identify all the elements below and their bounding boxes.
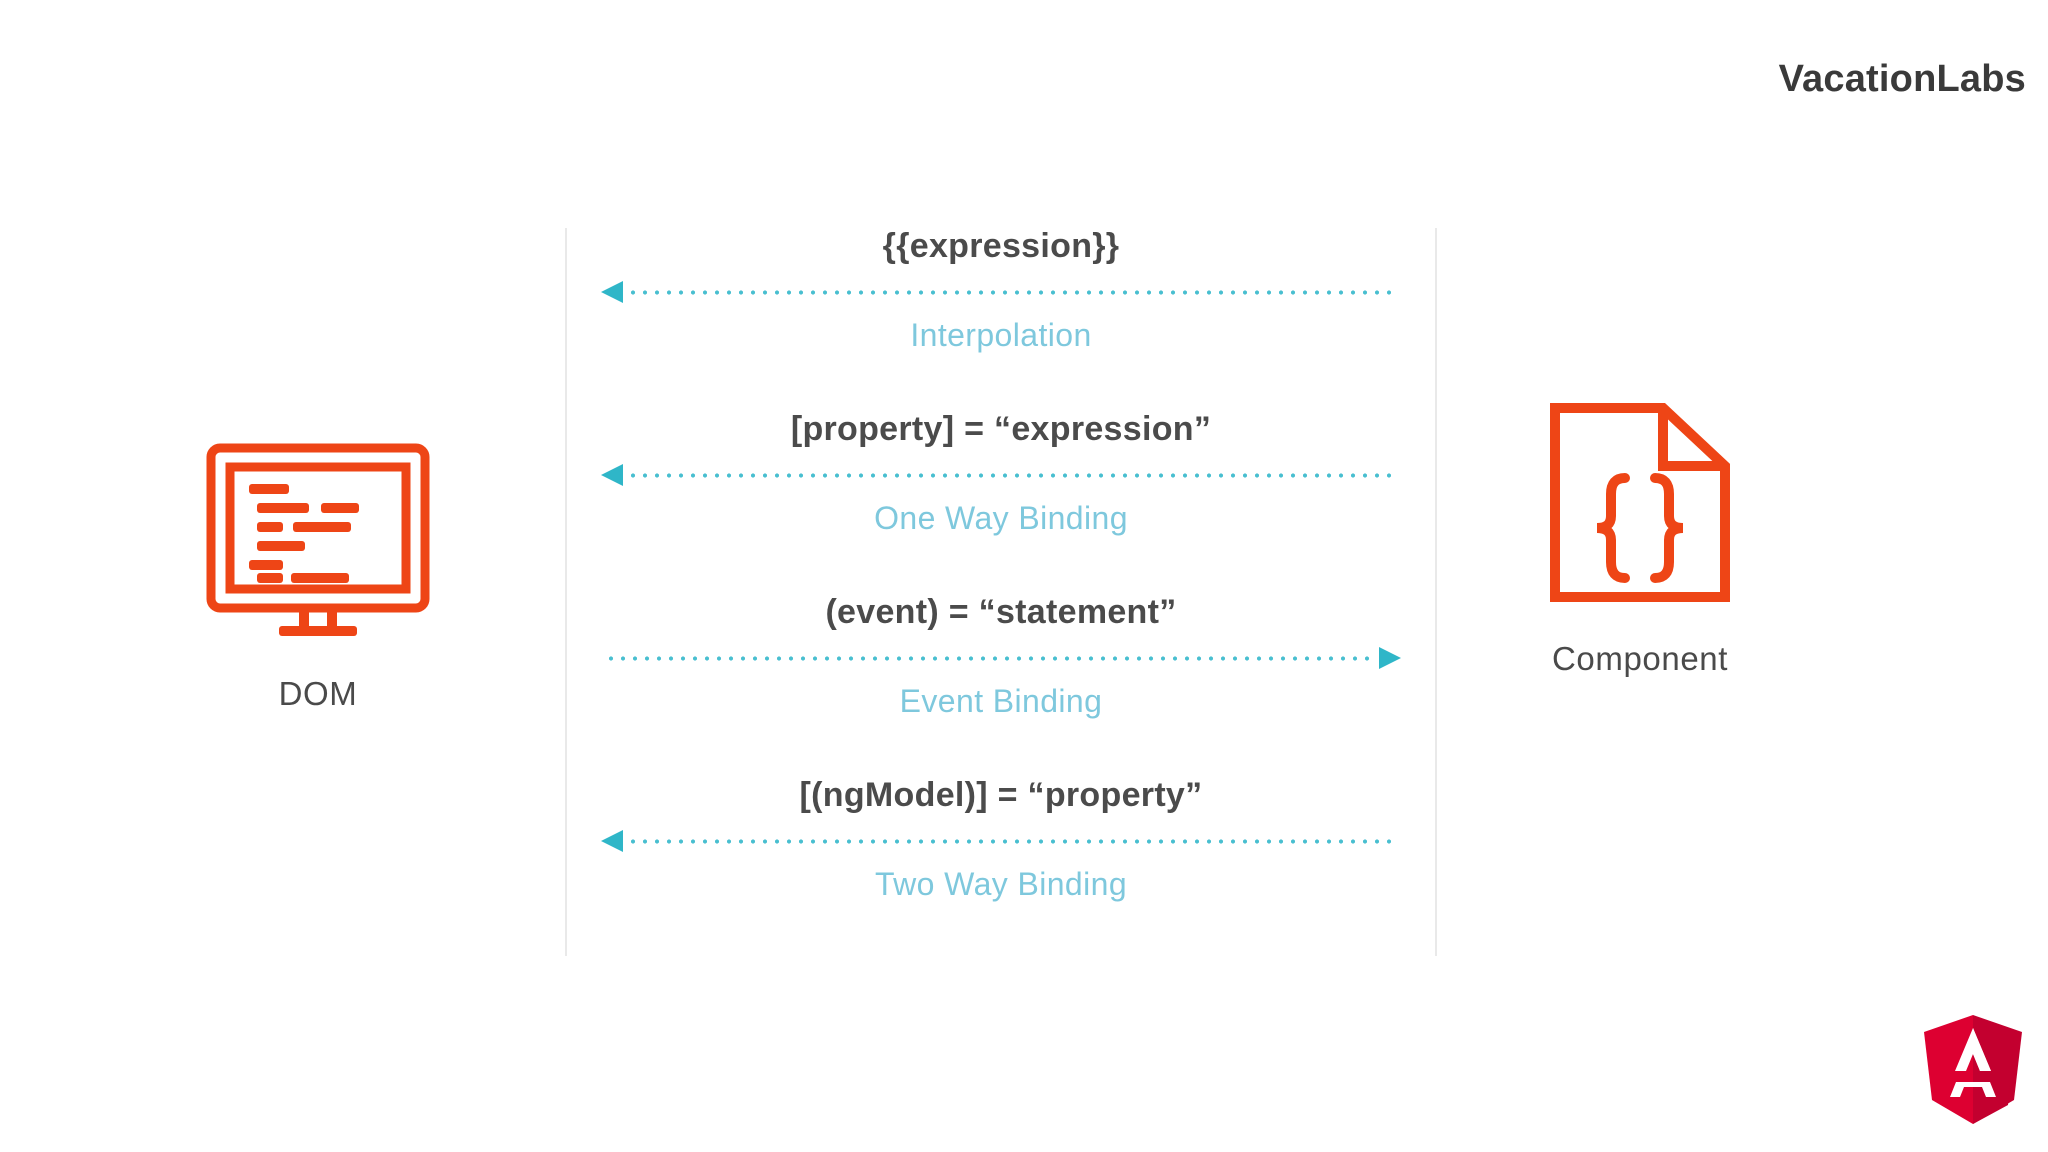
dom-node: DOM xyxy=(168,440,468,713)
binding-row: [(ngModel)] = “property” Two Way Binding xyxy=(565,776,1437,903)
binding-row: {{expression}} Interpolation xyxy=(565,227,1437,354)
binding-syntax: (event) = “statement” xyxy=(825,593,1177,631)
panel-divider-left xyxy=(565,228,567,956)
binding-syntax: {{expression}} xyxy=(882,227,1120,265)
arrowhead-icon xyxy=(601,281,623,304)
dotted-arrow-left-icon xyxy=(601,828,1401,854)
component-node-label: Component xyxy=(1551,640,1728,677)
dotted-line xyxy=(627,290,1397,296)
panel-divider-right xyxy=(1435,228,1437,956)
component-node: Component xyxy=(1410,400,1870,678)
binding-label: One Way Binding xyxy=(874,500,1128,537)
dotted-line xyxy=(627,473,1397,479)
binding-label: Two Way Binding xyxy=(874,866,1128,903)
binding-row: (event) = “statement” Event Binding xyxy=(565,593,1437,720)
dotted-arrow-left-icon xyxy=(601,462,1401,488)
binding-label: Event Binding xyxy=(899,683,1103,720)
arrowhead-icon xyxy=(601,830,623,853)
monitor-code-icon xyxy=(168,440,468,645)
dotted-arrow-right-icon xyxy=(601,645,1401,671)
angular-shield-logo xyxy=(1918,1012,2028,1128)
document-braces-icon xyxy=(1410,400,1870,610)
arrowhead-icon xyxy=(1379,647,1401,670)
arrowhead-icon xyxy=(601,464,623,487)
binding-row: [property] = “expression” One Way Bindin… xyxy=(565,410,1437,537)
binding-syntax: [(ngModel)] = “property” xyxy=(799,776,1203,814)
dotted-line xyxy=(627,839,1397,845)
bindings-panel: {{expression}} Interpolation [property] … xyxy=(565,227,1437,956)
dom-node-label: DOM xyxy=(278,675,358,712)
brand-logo: VacationLabs xyxy=(1778,58,2026,100)
binding-label: Interpolation xyxy=(910,317,1092,354)
dotted-arrow-left-icon xyxy=(601,279,1401,305)
binding-syntax: [property] = “expression” xyxy=(790,410,1212,448)
dotted-line xyxy=(605,656,1375,662)
